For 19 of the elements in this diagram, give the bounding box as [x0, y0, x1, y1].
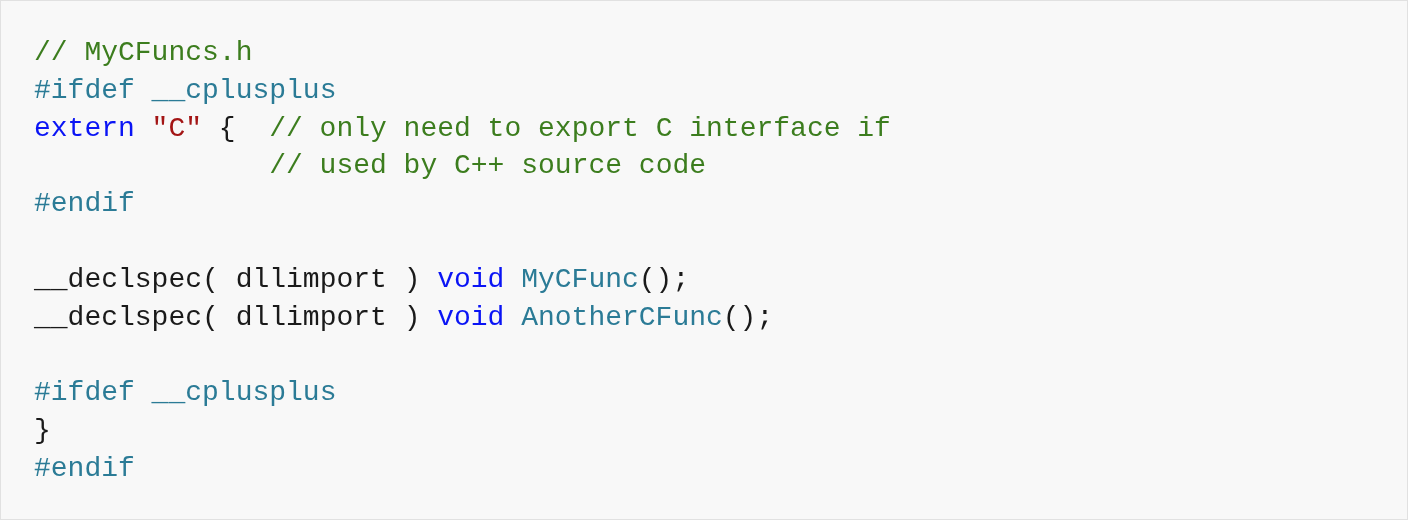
code-comment: // only need to export C interface if [269, 111, 891, 146]
code-text: (); [638, 262, 690, 297]
code-text: __declspec( dllimport ) [34, 300, 421, 335]
preprocessor-directive: #ifdef __cplusplus [34, 376, 337, 411]
preprocessor-directive: #ifdef __cplusplus [34, 73, 337, 108]
code-comment: // MyCFuncs.h [34, 36, 253, 70]
keyword: extern [34, 111, 135, 146]
code-text: (); [722, 300, 774, 335]
code-comment: // used by C++ source code [269, 149, 707, 184]
function-name: AnotherCFunc [521, 300, 723, 335]
code-text: __declspec( dllimport ) [34, 262, 421, 297]
string-literal: "C" [151, 111, 202, 146]
keyword: void [437, 300, 505, 335]
keyword: void [437, 262, 505, 297]
code-text: } [34, 414, 51, 448]
code-text: { [218, 111, 236, 146]
function-name: MyCFunc [521, 262, 639, 297]
preprocessor-directive: #endif [34, 187, 135, 222]
preprocessor-directive: #endif [34, 451, 135, 486]
